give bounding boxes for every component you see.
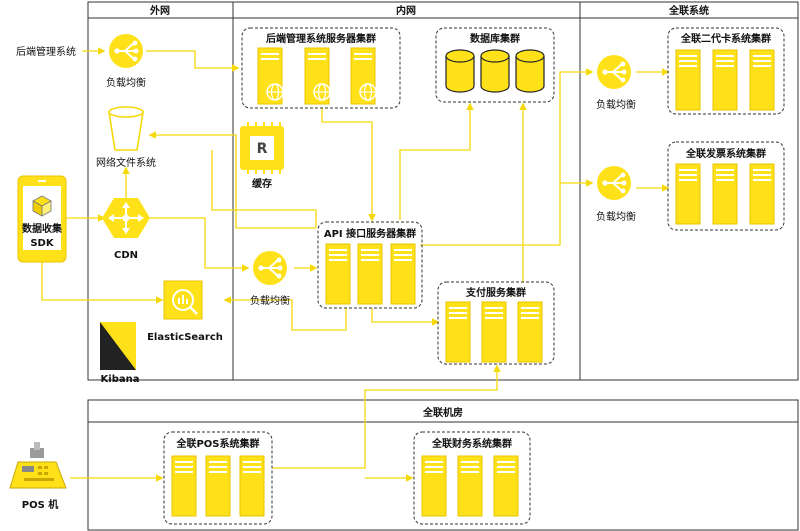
payment-service-cluster — [437, 281, 555, 365]
server-icon — [421, 455, 447, 517]
db-cluster-title: 数据库集群 — [470, 32, 520, 45]
elasticsearch-icon — [163, 280, 203, 320]
cdn-label: CDN — [114, 250, 138, 261]
server-icon — [390, 243, 416, 305]
web-server-icon — [257, 47, 284, 105]
idcard-cluster-title: 全联二代卡系统集群 — [680, 32, 771, 45]
server-icon — [481, 301, 507, 363]
admin-cluster-title: 后端管理系统服务器集群 — [266, 32, 376, 45]
lb-mid-label: 负载均衡 — [250, 294, 290, 307]
kibana-icon — [100, 322, 136, 370]
lb-invoice-label: 负载均衡 — [596, 210, 636, 223]
admin-server-cluster — [241, 27, 401, 109]
load-balancer-icon-invoice — [596, 165, 632, 201]
database-icon — [480, 49, 510, 93]
connectors — [41, 47, 670, 482]
load-balancer-icon-top — [108, 33, 144, 69]
server-icon — [749, 163, 775, 225]
finance-system-cluster — [413, 431, 531, 525]
zone-allinpay-title: 全联系统 — [668, 4, 709, 17]
redis-chip-icon: R — [240, 122, 284, 174]
nfs-label: 网络文件系统 — [96, 156, 156, 169]
server-icon — [675, 163, 701, 225]
cache-label: 缓存 — [251, 177, 272, 190]
database-icon — [445, 49, 475, 93]
elasticsearch-label: ElasticSearch — [147, 332, 223, 343]
server-icon — [493, 455, 519, 517]
invoice-cluster-title: 全联发票系统集群 — [685, 147, 766, 160]
kibana-label: Kibana — [101, 374, 140, 385]
server-icon — [457, 455, 483, 517]
machine-room-frame — [87, 399, 799, 531]
web-server-icon — [304, 47, 331, 105]
idcard-system-cluster — [667, 27, 785, 115]
load-balancer-icon-idcard — [596, 54, 632, 90]
zone-outer-title: 外网 — [149, 4, 170, 17]
zone-inner-title: 内网 — [396, 4, 416, 17]
api-server-cluster — [317, 221, 423, 309]
invoice-system-cluster — [667, 141, 785, 231]
server-icon — [749, 49, 775, 111]
server-icon — [171, 455, 197, 517]
server-icon — [325, 243, 351, 305]
server-icon — [712, 163, 738, 225]
admin-system-label: 后端管理系统 — [16, 45, 76, 58]
cache-chip-letter: R — [257, 141, 268, 157]
sdk-label-line1: 数据收集 — [22, 222, 63, 235]
server-icon — [445, 301, 471, 363]
database-cluster — [435, 27, 555, 103]
server-icon — [239, 455, 265, 517]
cdn-icon — [102, 198, 150, 238]
lb-idcard-label: 负载均衡 — [596, 98, 636, 111]
sdk-label-line2: SDK — [30, 238, 55, 249]
cube-icon — [32, 195, 52, 217]
server-icon — [205, 455, 231, 517]
server-icon — [517, 301, 543, 363]
lb-top-label: 负载均衡 — [106, 76, 146, 89]
pos-terminal-icon — [9, 442, 67, 489]
database-icon — [515, 49, 545, 93]
pos-system-cluster — [163, 431, 273, 525]
server-icon — [712, 49, 738, 111]
server-icon — [675, 49, 701, 111]
finance-cluster-title: 全联财务系统集群 — [431, 437, 512, 450]
zone-machine-room-title: 全联机房 — [422, 406, 463, 419]
server-icon — [357, 243, 383, 305]
network-zones-frame — [87, 1, 799, 381]
pos-label: POS 机 — [22, 498, 59, 511]
bucket-icon — [108, 106, 144, 151]
api-cluster-title: API 接口服务器集群 — [324, 227, 416, 240]
pay-cluster-title: 支付服务集群 — [465, 286, 526, 299]
load-balancer-icon-mid — [252, 250, 288, 286]
pos-cluster-title: 全联POS系统集群 — [175, 437, 259, 450]
sdk-phone: 数据收集 SDK — [17, 175, 67, 263]
web-server-icon — [350, 47, 377, 105]
